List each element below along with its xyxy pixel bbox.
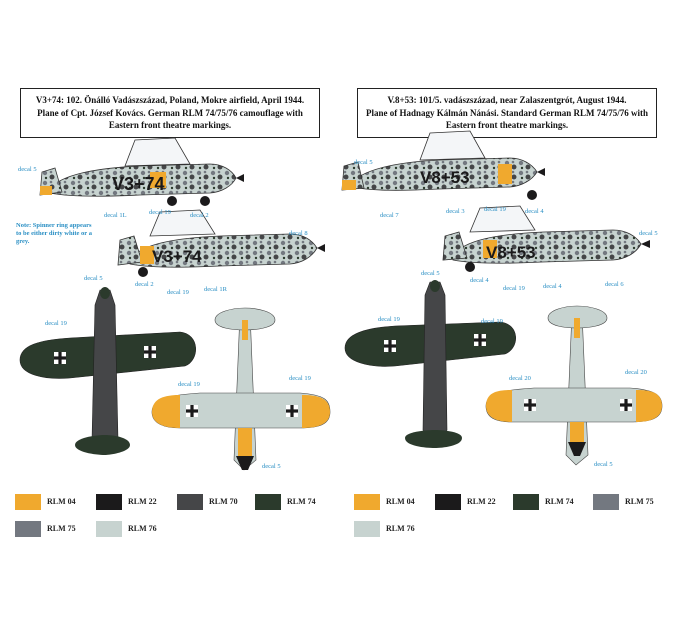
right-caption-box: V.8+53: 101/5. vadászszázad, near Zalasz… [357, 88, 657, 138]
right-decal-5-side: decal 5 [639, 230, 658, 237]
right-side-view-bottom: V8+53 [442, 205, 650, 272]
left-code-top-text: V3+74 [112, 174, 165, 194]
right-decal-4-top: decal 4 [525, 208, 544, 215]
left-decal-1r: decal 1R [204, 286, 227, 293]
left-caption-line2: Plane of Cpt. József Kovács. German RLM … [37, 107, 303, 131]
left-swatch-rlm22 [96, 494, 122, 510]
right-caption-line2: Plane of Hadnagy Kálmán Nánási. Standard… [365, 107, 649, 131]
right-underside-view [485, 305, 663, 466]
right-swatch-rlm04-label: RLM 04 [386, 497, 415, 506]
right-decal-3: decal 3 [446, 208, 465, 215]
left-swatch-rlm74 [255, 494, 281, 510]
right-decal-4-r: decal 4 [543, 283, 562, 290]
left-decal-2-bottom: decal 2 [135, 281, 154, 288]
right-swatch-rlm74 [513, 494, 539, 510]
right-decal-6: decal 6 [605, 281, 624, 288]
right-swatch-rlm76-label: RLM 76 [386, 524, 415, 533]
left-side-view-bottom: V3+74 [117, 209, 325, 277]
left-spinner-note: Note: Spinner ring appears to be either … [16, 222, 92, 245]
left-decal-19-plan-c: decal 19 [178, 381, 200, 388]
right-plan-view [344, 280, 516, 448]
left-caption-box: V3+74: 102. Önálló Vadászszázad, Poland,… [20, 88, 320, 138]
right-decal-19-plan-r: decal 19 [481, 318, 503, 325]
right-decal-5-under: decal 5 [594, 461, 613, 468]
canopy-icon [124, 137, 191, 167]
left-swatch-rlm75-label: RLM 75 [47, 524, 76, 533]
right-side-view-top: V8+53 [341, 130, 545, 200]
left-decal-19-top: decal 19 [149, 209, 171, 216]
left-decal-5-top: decal 5 [18, 166, 37, 173]
right-swatch-rlm75 [593, 494, 619, 510]
right-decal-19-top: decal 19 [484, 206, 506, 213]
left-swatch-rlm75 [15, 521, 41, 537]
left-swatch-rlm70-label: RLM 70 [209, 497, 238, 506]
right-swatch-rlm04 [354, 494, 380, 510]
right-code-bottom-text: V8+53 [486, 243, 536, 262]
left-decal-5-plan: decal 5 [84, 275, 103, 282]
right-caption-line1: V.8+53: 101/5. vadászszázad, near Zalasz… [387, 95, 627, 105]
right-decal-4-l: decal 4 [470, 277, 489, 284]
left-decal-5-under: decal 5 [262, 463, 281, 470]
left-decal-19-mid: decal 19 [167, 289, 189, 296]
left-swatch-rlm76-label: RLM 76 [128, 524, 157, 533]
right-decal-5-top: decal 5 [354, 159, 373, 166]
left-decal-19-plan-r: decal 19 [289, 375, 311, 382]
right-swatch-rlm74-label: RLM 74 [545, 497, 574, 506]
left-side-view-top: V3+74 [39, 137, 244, 206]
left-plan-view [19, 287, 196, 455]
right-decal-5-plan: decal 5 [421, 270, 440, 277]
left-swatch-rlm70 [177, 494, 203, 510]
right-swatch-rlm75-label: RLM 75 [625, 497, 654, 506]
left-underside-view [151, 307, 331, 471]
right-decal-19-plan-l: decal 19 [378, 316, 400, 323]
right-decal-20-l: decal 20 [509, 375, 531, 382]
right-swatch-rlm22 [435, 494, 461, 510]
left-decal-1l: decal 1L [104, 212, 127, 219]
left-decal-8: decal 8 [289, 230, 308, 237]
right-decal-19-mid: decal 19 [503, 285, 525, 292]
left-swatch-rlm22-label: RLM 22 [128, 497, 157, 506]
left-swatch-rlm04-label: RLM 04 [47, 497, 76, 506]
right-swatch-rlm22-label: RLM 22 [467, 497, 496, 506]
left-swatch-rlm76 [96, 521, 122, 537]
left-code-bottom-text: V3+74 [152, 247, 202, 266]
right-decal-7: decal 7 [380, 212, 399, 219]
right-swatch-rlm76 [354, 521, 380, 537]
left-caption-line1: V3+74: 102. Önálló Vadászszázad, Poland,… [35, 95, 305, 105]
left-swatch-rlm04 [15, 494, 41, 510]
left-decal-19-plan-l: decal 19 [45, 320, 67, 327]
left-swatch-rlm74-label: RLM 74 [287, 497, 316, 506]
right-code-top-text: V8+53 [420, 168, 470, 187]
right-decal-20-r: decal 20 [625, 369, 647, 376]
left-decal-2-top: decal 2 [190, 212, 209, 219]
